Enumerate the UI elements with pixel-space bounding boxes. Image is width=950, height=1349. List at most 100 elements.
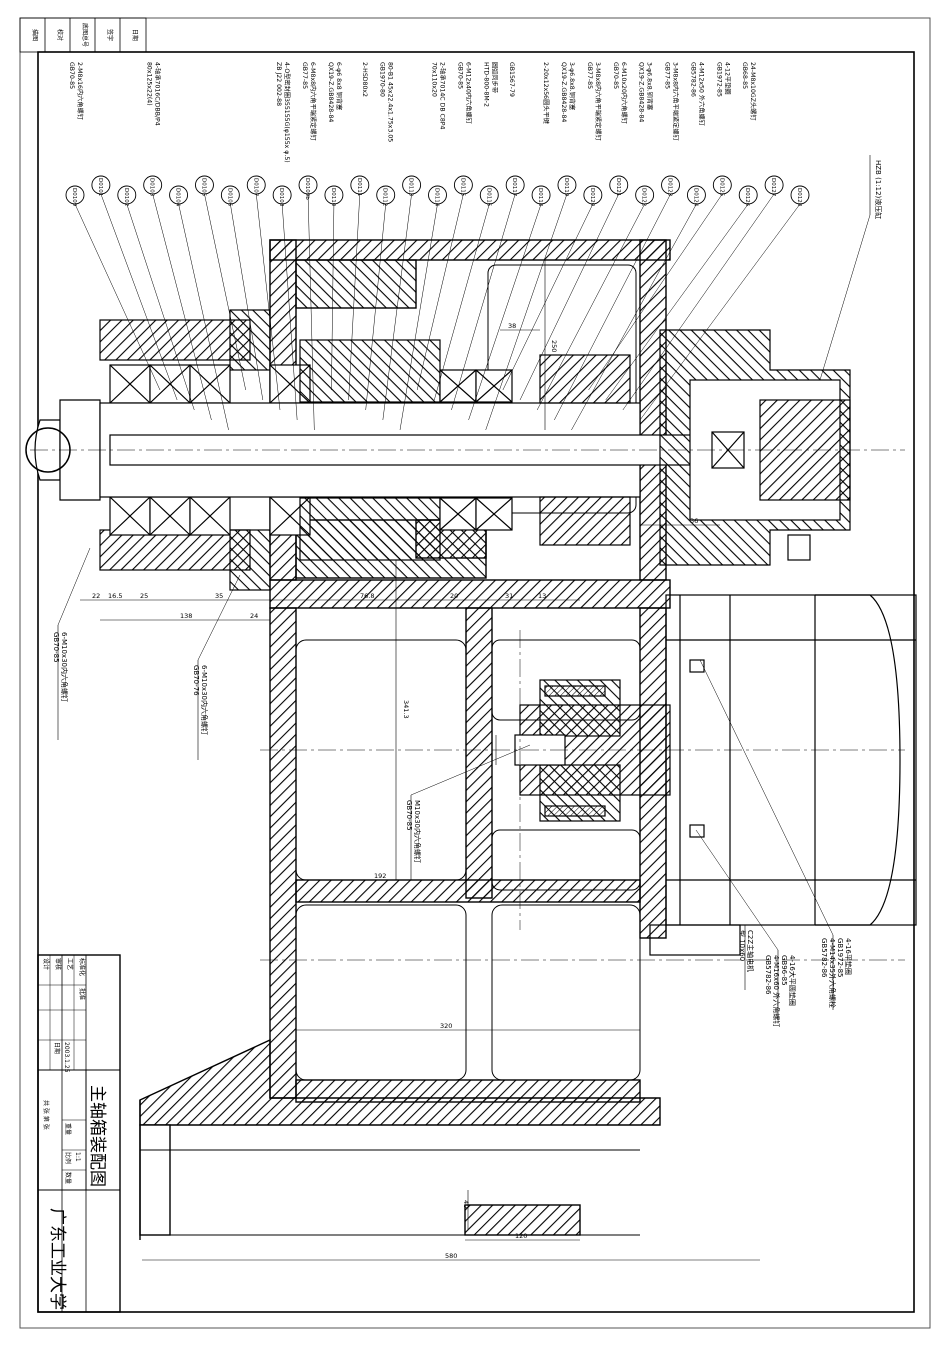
row-label-4: 批准 bbox=[78, 988, 86, 1000]
callout-subtext: GB1567-79 bbox=[508, 62, 515, 97]
callout-text: 3-M8x8内六角平端紧定螺钉 bbox=[594, 62, 602, 141]
motor-mount bbox=[649, 594, 917, 956]
callout-leader bbox=[622, 193, 775, 411]
callout-subtext: ZB J22 002-88 bbox=[275, 62, 282, 106]
dim-13: 13 bbox=[538, 592, 546, 600]
callout-subtext: QX19-Z.GB8428-84 bbox=[638, 62, 645, 122]
callout-leader bbox=[451, 193, 516, 411]
callout-text: 80-B1 45x22.4x1.75x3.05 bbox=[387, 62, 394, 142]
note-washer-16: 4-16平垫圈 bbox=[844, 938, 853, 975]
callout-text: 4-12平垫圈 bbox=[723, 62, 731, 95]
stamp-0: 描图 bbox=[31, 29, 39, 41]
callout-id: D0117 bbox=[511, 178, 517, 197]
note-screw-m16-std: GB5782-86 bbox=[764, 955, 772, 995]
callout-id: D0111 bbox=[356, 178, 362, 196]
callout-subtext: 80x125x22(4) bbox=[146, 62, 153, 106]
note-washer-16-std: GB1972-85 bbox=[836, 938, 844, 977]
callout-id: D0108 bbox=[278, 188, 284, 207]
corner-stamp: 描图 校对 底图总号 签字 日期 bbox=[19, 17, 147, 53]
callout-leader bbox=[365, 203, 386, 411]
callout-text: 3-φ6.8x8.铜背塞 bbox=[568, 62, 576, 110]
dim-24: 24 bbox=[250, 612, 258, 620]
note-screw-m16: 4-M16x60 外六角螺钉 bbox=[772, 955, 781, 1027]
callout-leader bbox=[468, 203, 542, 421]
callout-text: 3-M8x8内六角平端紧定螺钉 bbox=[672, 62, 680, 141]
callout-subtext: GB70-85 bbox=[456, 62, 463, 89]
note-motor-key: 型 10x60 bbox=[738, 930, 747, 961]
dim-38: 38 bbox=[508, 322, 516, 330]
callout-id: D0120 bbox=[589, 188, 595, 207]
dim-320: 320 bbox=[440, 1022, 452, 1030]
callout-id: D0122 bbox=[641, 188, 647, 206]
callout-id: D0125 bbox=[718, 178, 724, 197]
scale-label: 比例 bbox=[64, 1152, 72, 1164]
callout-text: 24-M8x10GZ头螺钉 bbox=[749, 62, 757, 121]
callout-id: D0128 bbox=[796, 188, 802, 207]
dim-580: 580 bbox=[445, 1252, 457, 1260]
callout-text: 4-轴承7016C/DBB/P4 bbox=[154, 62, 162, 126]
dim-120: 120 bbox=[515, 1232, 527, 1240]
dim-250: 250 bbox=[550, 340, 558, 352]
callout-subtext: HTD-800-8M-2 bbox=[482, 62, 489, 107]
callout-id: D0112 bbox=[382, 188, 388, 206]
callout-subtext: GB77-85 bbox=[586, 62, 593, 89]
note-bolt-m14-std: GB5782-86 bbox=[820, 938, 828, 978]
row-label-2: 工艺 bbox=[66, 958, 74, 970]
callout-id: D0123 bbox=[667, 178, 673, 197]
callout-group: D01092-M8x16内六角螺钉GB70-85D0101D0102D01034… bbox=[65, 62, 810, 431]
note-hydraulic-cylinder: HZB (1:12)液压缸 bbox=[874, 160, 883, 219]
dim-25: 25 bbox=[140, 592, 148, 600]
spindle-assembly bbox=[25, 309, 851, 591]
callout-leader bbox=[348, 193, 361, 401]
callout-id: D0109 bbox=[71, 188, 77, 207]
note-screw-m10-front: 6-M10x30内六角螺钉 bbox=[60, 632, 69, 702]
callout-text: 4-O型密封圈355155G(φ155x φ.5) bbox=[283, 62, 291, 163]
callout-id: D0115 bbox=[459, 178, 465, 197]
side-notes: HZB (1:12)液压缸 4-16平垫圈 GB1972-85 4-M14x35… bbox=[52, 155, 883, 1027]
callout-id: D0109b bbox=[304, 178, 310, 200]
callout-subtext: GB77-85 bbox=[664, 62, 671, 89]
row-label-0: 设计 bbox=[42, 958, 50, 970]
callout-id: D0113 bbox=[408, 178, 414, 197]
dim-35: 35 bbox=[215, 592, 223, 600]
sheet-count: 共 张 第 张 bbox=[42, 1100, 50, 1130]
callout-subtext: GB5782-86 bbox=[689, 62, 696, 97]
dim-22: 22 bbox=[92, 592, 100, 600]
callout-leader bbox=[331, 203, 335, 391]
callout-id: D0103 bbox=[149, 178, 155, 197]
callout-text: 6-M10x20内六角螺钉 bbox=[620, 62, 628, 124]
callout-leader bbox=[485, 193, 568, 431]
callout-leader bbox=[204, 193, 246, 391]
note-screw-m10-front-std: GB70-85 bbox=[52, 632, 60, 663]
callout-leader bbox=[519, 193, 619, 401]
dim-16: 16.5 bbox=[108, 592, 122, 600]
callout-id: D0106 bbox=[226, 188, 232, 207]
callout-subtext: GB1970-80 bbox=[379, 62, 386, 97]
callout-id: D0119 bbox=[563, 178, 569, 197]
callout-leader bbox=[416, 193, 464, 391]
callout-text: 3-φ6.8x8.铜背塞 bbox=[646, 62, 654, 110]
dim-192: 192 bbox=[374, 872, 386, 880]
callout-leader bbox=[230, 203, 264, 401]
callout-id: D0116 bbox=[485, 188, 491, 207]
callout-leader bbox=[605, 203, 749, 401]
callout-leader bbox=[502, 203, 594, 391]
callout-id: D0107 bbox=[252, 178, 258, 197]
callout-leader bbox=[126, 203, 195, 411]
callout-leader bbox=[307, 193, 315, 431]
quantity-label: 数量 bbox=[64, 1172, 72, 1184]
callout-leader bbox=[588, 193, 723, 391]
callout-leader bbox=[554, 193, 671, 421]
callout-leader bbox=[281, 203, 298, 421]
dim-40: 40 bbox=[462, 1200, 470, 1208]
callout-id: D0118 bbox=[537, 188, 543, 207]
callout-leader bbox=[100, 193, 178, 401]
row-label-1: 审核 bbox=[54, 958, 62, 970]
callout-text: 4-M12x50 外六角螺钉 bbox=[697, 62, 705, 126]
callout-id: D0126 bbox=[744, 188, 750, 207]
note-washer-big-std: GB96-85 bbox=[780, 955, 788, 986]
date-label: 日期 bbox=[53, 1042, 61, 1054]
institution-name: 广东工业大学 bbox=[47, 1208, 67, 1310]
scale-value: 1:1 bbox=[74, 1152, 81, 1162]
callout-subtext: GB77-85 bbox=[301, 62, 308, 89]
